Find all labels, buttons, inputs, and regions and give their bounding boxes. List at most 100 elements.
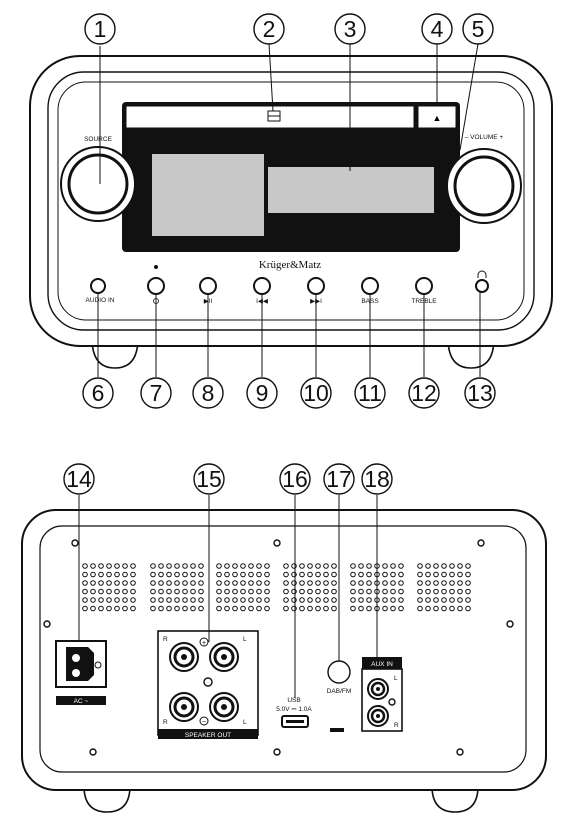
vent-hole: [441, 597, 447, 603]
vent-hole: [307, 588, 313, 595]
svg-text:8: 8: [202, 380, 215, 406]
vent-hole: [106, 563, 112, 569]
vent-hole: [283, 580, 289, 586]
vent-hole: [240, 571, 246, 578]
vent-hole: [82, 580, 88, 586]
vent-hole: [130, 563, 136, 569]
vent-hole: [291, 580, 297, 586]
vent-hole: [190, 588, 196, 595]
vent-hole: [98, 580, 104, 586]
svg-text:6: 6: [92, 380, 105, 406]
vent-hole: [331, 605, 337, 612]
svg-text:5: 5: [472, 16, 485, 42]
play-pause-button[interactable]: [199, 277, 217, 295]
vent-hole: [90, 588, 96, 595]
vent-hole: [350, 597, 356, 603]
vent-hole: [198, 571, 204, 578]
vent-hole: [198, 597, 204, 603]
speaker-terminal-r-minus[interactable]: [169, 692, 199, 722]
vent-hole: [315, 580, 321, 586]
treble-button[interactable]: [415, 277, 433, 295]
vent-hole: [299, 580, 305, 586]
vent-hole: [366, 597, 372, 603]
vent-hole: [256, 588, 262, 595]
class2-icon: [94, 661, 102, 669]
headphone-jack[interactable]: [475, 279, 489, 293]
svg-text:10: 10: [303, 380, 329, 406]
vent-hole: [216, 571, 222, 578]
vent-hole: [465, 571, 471, 578]
vent-hole: [398, 597, 404, 603]
vent-hole: [182, 588, 188, 595]
speaker-l-bottom-label: L: [243, 719, 247, 726]
vent-hole: [449, 563, 455, 569]
vent-hole: [366, 571, 372, 578]
usb-label: USB: [287, 697, 300, 704]
speaker-terminal-l-plus[interactable]: [209, 642, 239, 672]
speaker-terminal-r-plus[interactable]: [169, 642, 199, 672]
vent-hole: [106, 580, 112, 586]
vent-hole: [150, 571, 156, 578]
vent-hole: [98, 563, 104, 569]
vent-hole: [106, 588, 112, 595]
speaker-terminal-l-minus[interactable]: [209, 692, 239, 722]
vent-hole: [417, 580, 423, 586]
vent-hole: [358, 571, 364, 578]
vent-hole: [150, 588, 156, 595]
ac-label: AC ~: [74, 698, 89, 705]
aux-in-right-jack[interactable]: [367, 705, 389, 727]
vent-hole: [264, 563, 270, 569]
vent-hole: [90, 597, 96, 603]
vent-hole: [122, 605, 128, 612]
svg-text:7: 7: [150, 380, 163, 406]
display-image-area: [152, 154, 264, 236]
aux-in-left-jack[interactable]: [367, 678, 389, 700]
headphone-icon: [477, 270, 487, 278]
audio-in-jack[interactable]: [90, 278, 106, 294]
svg-text:4: 4: [431, 16, 444, 42]
aux-in-label: AUX IN: [371, 661, 393, 668]
usb-slot-marker: [330, 728, 344, 732]
vent-hole: [190, 563, 196, 569]
vent-hole: [299, 588, 305, 595]
vent-hole: [299, 597, 305, 603]
vent-hole: [366, 580, 372, 586]
vent-hole: [114, 571, 120, 578]
vent-hole: [323, 605, 329, 612]
vent-hole: [264, 571, 270, 578]
vent-hole: [114, 605, 120, 612]
callout-16: 16: [279, 463, 311, 495]
antenna-port[interactable]: [327, 660, 351, 684]
back-view: AC ~ SPEAKER OUT + − R L: [21, 509, 547, 813]
aux-in-bar: [362, 657, 402, 669]
svg-text:1: 1: [94, 16, 107, 42]
vent-hole: [283, 597, 289, 603]
vent-hole: [390, 571, 396, 578]
screw: [477, 539, 485, 547]
screw: [273, 748, 281, 756]
vent-hole: [291, 605, 297, 612]
vent-hole: [114, 588, 120, 595]
callout-11: 11: [354, 377, 386, 409]
vent-hole: [291, 571, 297, 578]
callout-10: 10: [300, 377, 332, 409]
previous-button[interactable]: [253, 277, 271, 295]
bass-button[interactable]: [361, 277, 379, 295]
vent-hole: [182, 580, 188, 586]
vent-hole: [390, 563, 396, 569]
vent-hole: [366, 605, 372, 612]
vent-hole: [232, 588, 238, 595]
vent-hole: [390, 580, 396, 586]
vent-hole: [216, 563, 222, 569]
vent-hole: [465, 588, 471, 595]
vent-hole: [425, 571, 431, 578]
vent-hole: [166, 597, 172, 603]
front-view: ▲ SOURCE – VOLUME + Krüger&Matz AUDIO IN…: [29, 55, 553, 369]
callout-12: 12: [408, 377, 440, 409]
power-button[interactable]: [147, 277, 165, 295]
vent-hole: [224, 563, 230, 569]
vent-hole: [358, 563, 364, 569]
front-panel: [57, 81, 525, 321]
next-button[interactable]: [307, 277, 325, 295]
